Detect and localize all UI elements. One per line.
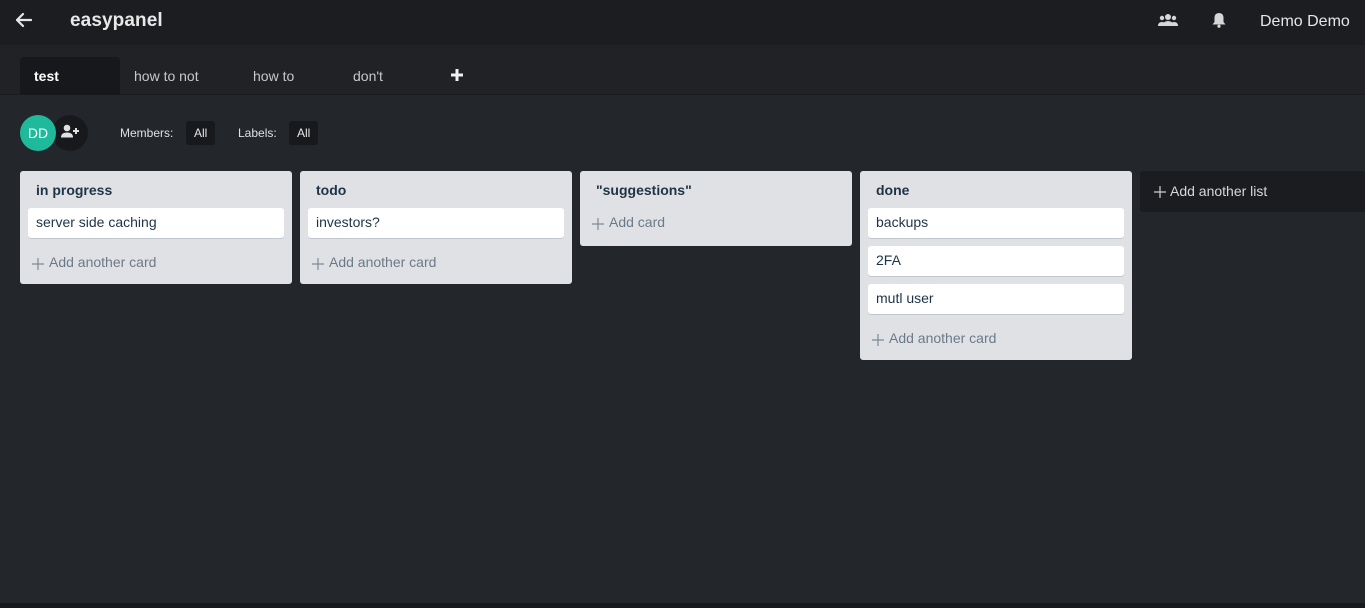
bottom-border [0, 603, 1365, 608]
add-list-label: Add another list [1170, 183, 1268, 199]
labels-filter-label: Labels: [238, 126, 277, 140]
add-card-label: Add card [609, 214, 666, 230]
arrow-left-icon [15, 12, 33, 32]
card[interactable]: server side caching [28, 208, 284, 238]
add-tab-button[interactable] [449, 67, 465, 83]
plus-icon [872, 333, 884, 346]
list-in-progress: in progress server side caching Add anot… [20, 171, 292, 284]
tab-dont[interactable]: don't [339, 57, 429, 95]
board-filters: DD Members: All Labels: All [0, 95, 1365, 170]
plus-icon [1154, 185, 1166, 198]
avatar[interactable]: DD [20, 115, 56, 151]
members-filter-select[interactable]: All [186, 121, 216, 145]
board-tabs: test how to not how to don't [0, 45, 1365, 95]
labels-filter-select[interactable]: All [289, 121, 319, 145]
user-plus-icon [61, 124, 79, 143]
add-card-button[interactable]: Add card [588, 208, 844, 238]
plus-icon [449, 69, 465, 87]
tab-label: how to not [134, 68, 199, 84]
members-filter-label: Members: [120, 126, 174, 140]
list-suggestions: "suggestions" Add card [580, 171, 852, 246]
list-title[interactable]: in progress [36, 182, 113, 198]
plus-icon [312, 257, 324, 270]
list-title[interactable]: "suggestions" [596, 182, 692, 198]
team-button[interactable] [1157, 12, 1179, 32]
tab-label: don't [353, 68, 383, 84]
list-done: done backups 2FA mutl user Add another c… [860, 171, 1132, 360]
add-card-button[interactable]: Add another card [308, 246, 564, 276]
add-card-label: Add another card [889, 330, 997, 346]
app-title: easypanel [70, 10, 163, 31]
add-card-button[interactable]: Add another card [28, 246, 284, 276]
add-card-label: Add another card [329, 254, 437, 270]
list-title[interactable]: todo [316, 182, 347, 198]
users-icon [1158, 13, 1178, 32]
tab-label: test [34, 68, 59, 84]
add-list-button[interactable]: Add another list [1140, 171, 1365, 212]
back-button[interactable] [14, 12, 34, 32]
bell-icon [1212, 12, 1226, 33]
add-card-button[interactable]: Add another card [868, 322, 1124, 352]
tab-how-to-not[interactable]: how to not [120, 57, 225, 95]
notifications-button[interactable] [1208, 12, 1230, 32]
plus-icon [32, 257, 44, 270]
add-member-button[interactable] [52, 115, 88, 151]
add-card-label: Add another card [49, 254, 157, 270]
card[interactable]: investors? [308, 208, 564, 238]
tab-test[interactable]: test [20, 57, 120, 95]
tab-label: how to [253, 68, 295, 84]
card[interactable]: 2FA [868, 246, 1124, 276]
user-menu[interactable]: Demo Demo [1260, 13, 1350, 30]
top-bar: easypanel Demo Demo [0, 0, 1365, 45]
plus-icon [592, 217, 604, 230]
tab-how-to[interactable]: how to [239, 57, 329, 95]
card[interactable]: mutl user [868, 284, 1124, 314]
list-todo: todo investors? Add another card [300, 171, 572, 284]
card[interactable]: backups [868, 208, 1124, 238]
list-title[interactable]: done [876, 182, 910, 198]
